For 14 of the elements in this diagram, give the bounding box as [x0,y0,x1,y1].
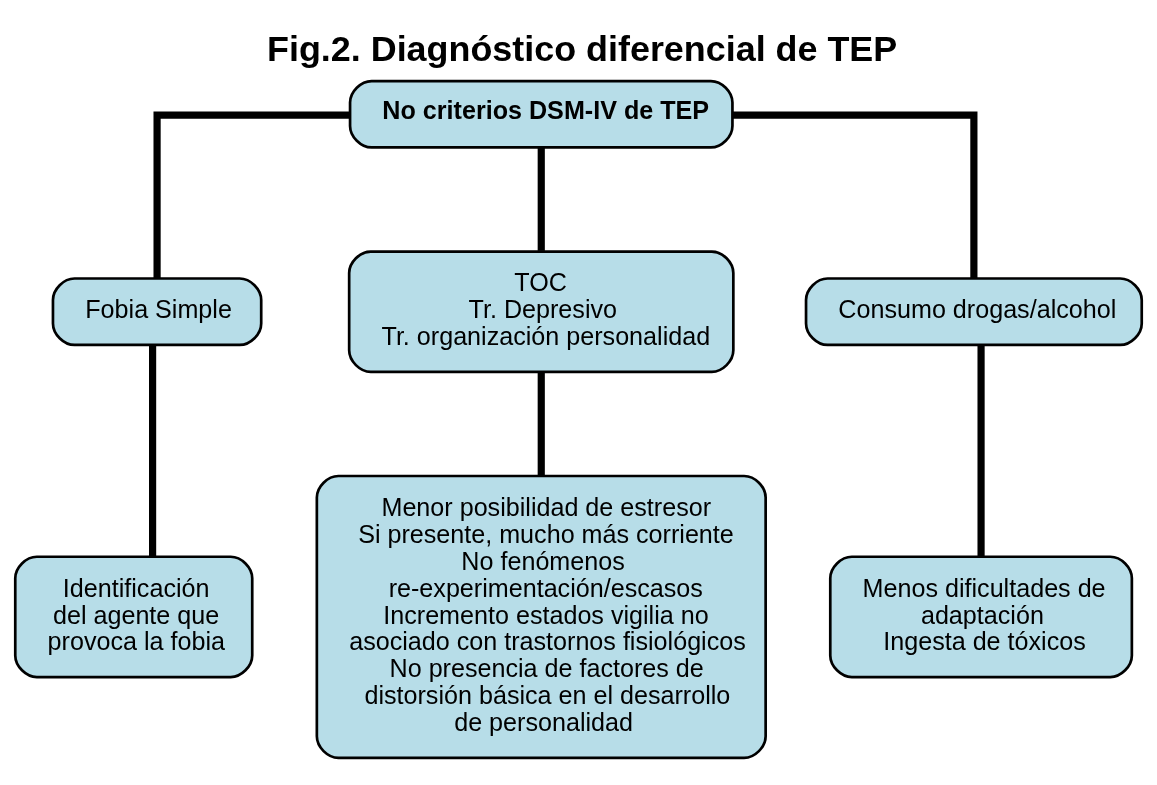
node-box: Menos dificultades de adaptación Ingesta de tóxicos [828,555,1134,679]
connector [732,111,978,279]
connector [537,147,545,251]
connector [149,344,157,557]
node-box: Menor posibilidad de estresor Si presente, mucho más corriente No fenómenos re-experimentación/escasos Incremento estados vigilia no asociado con trastornos fisiológicos No presencia de factores de distorsión básica en el desarrollo de personalidad [315,474,767,760]
node-box: Fobia Simple [51,277,263,347]
connector [153,111,350,279]
node-box: Consumo drogas/alcohol [804,277,1144,347]
connector [537,372,545,476]
connector [977,344,985,557]
diagram-title: Fig.2. Diagnóstico diferencial de TEP [267,29,898,70]
node-box: No criterios DSM-IV de TEP [348,79,734,149]
node-box: Identificación del agente que provoca la fobia [13,555,254,679]
node-box: TOC Tr. Depresivo Tr. organización personalidad [347,250,735,374]
